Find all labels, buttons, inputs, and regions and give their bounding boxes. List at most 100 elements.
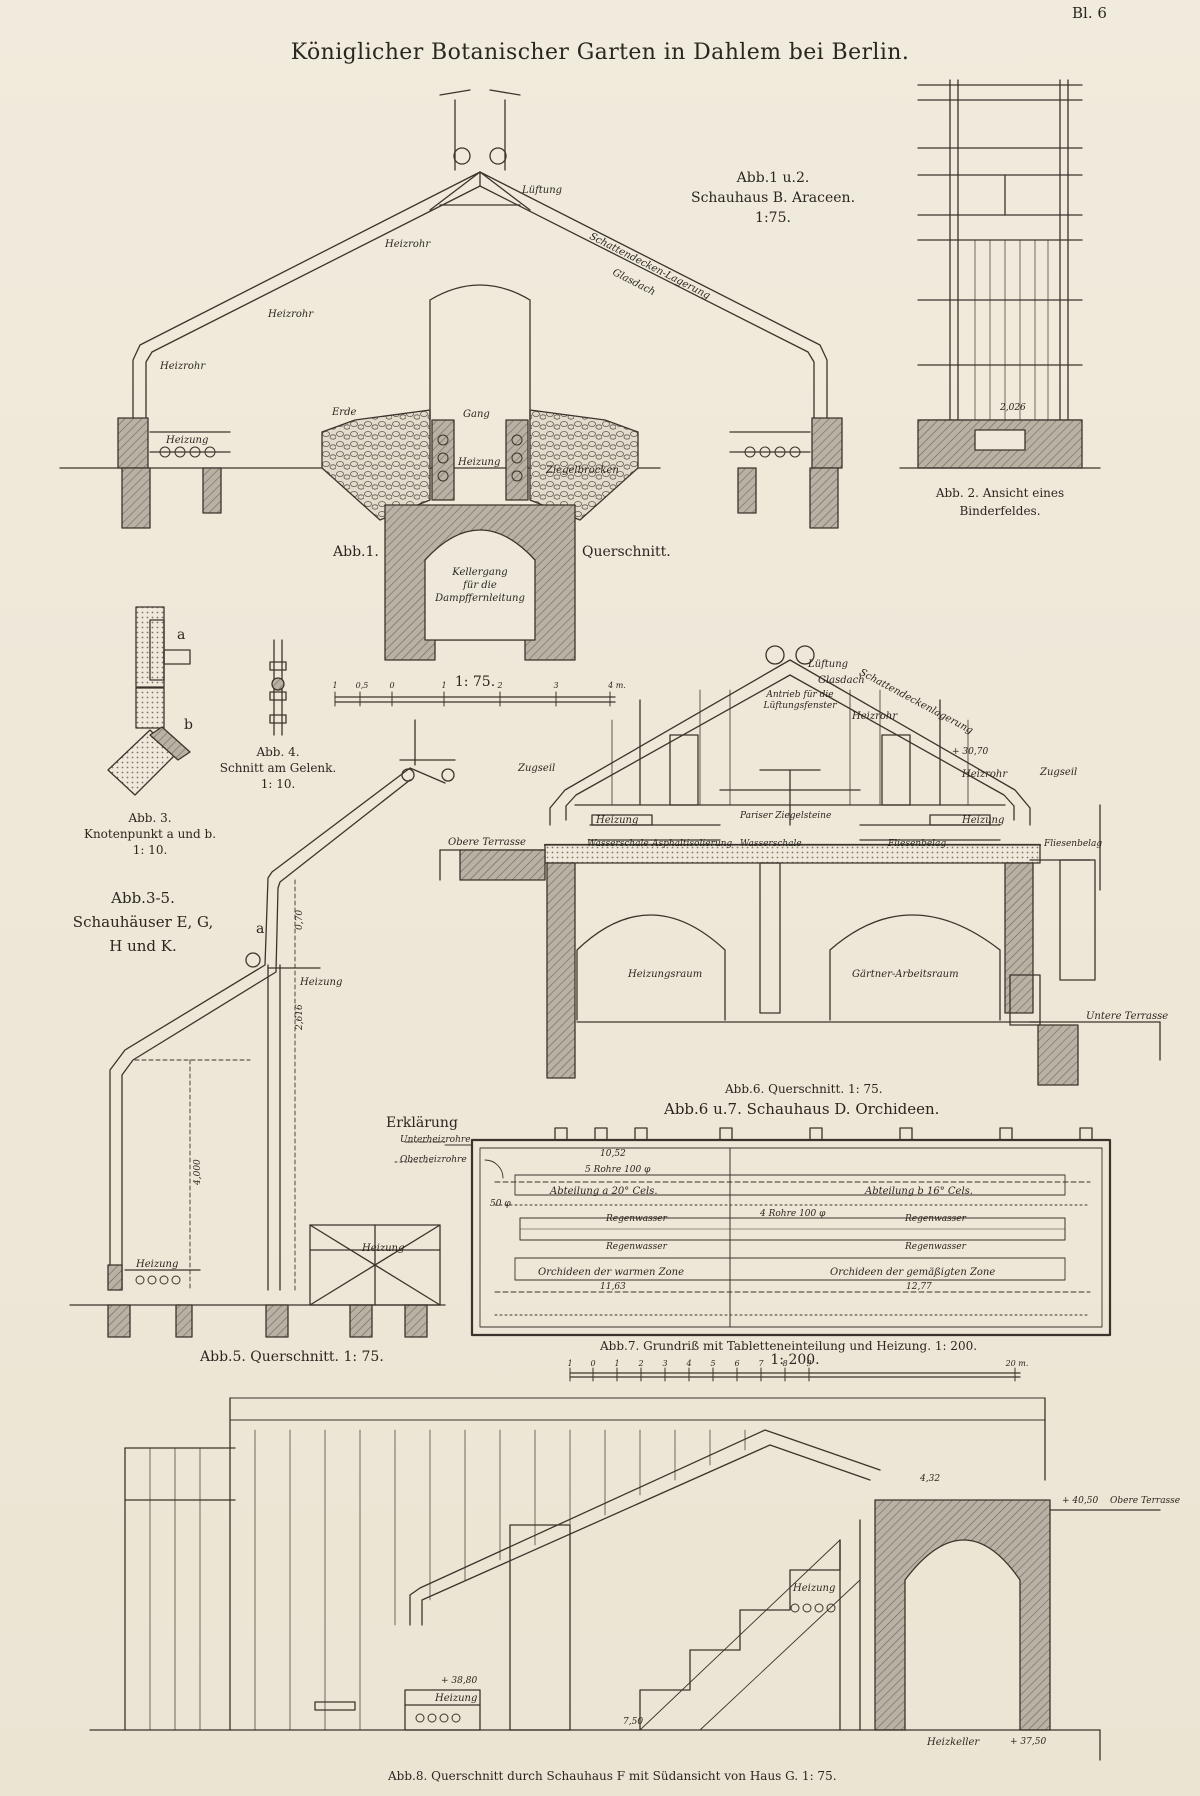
fig67-heading: Abb.6 u.7. Schauhaus D. Orchideen.: [664, 1100, 940, 1118]
fig8-label-obere-terrasse: Obere Terrasse: [1110, 1496, 1181, 1506]
fig6-dim-top: + 30,70: [952, 747, 989, 757]
fig6-label-fliesenbelag-2: Fliesenbelag: [1044, 839, 1103, 849]
fig6-label-lueftung: Lüftung: [808, 659, 849, 670]
scale-bar-200-tick: 20 m.: [1005, 1359, 1029, 1368]
fig4-caption-line3: 1: 10.: [260, 777, 296, 791]
legend-title: Erklärung: [386, 1115, 458, 1131]
legend-row-unterheizrohre: Unterheizrohre: [400, 1135, 471, 1145]
scale-bar-200-tick: 1: [567, 1359, 573, 1368]
fig6-label-wasserschale-1: Wasserschale: [587, 839, 649, 849]
scale-bar-200-tick: 1: [614, 1359, 620, 1368]
fig1-section: [59, 89, 843, 661]
fig4-caption-line2: Schnitt am Gelenk.: [219, 761, 337, 775]
fig6-antrieb-line2: Lüftungsfenster: [763, 701, 837, 711]
fig5-dim-2: 2,616: [295, 1004, 305, 1030]
scale-bar-200-tick: 0: [590, 1359, 596, 1368]
scale-bar-75-tick: 0,5: [355, 681, 369, 690]
fig4-detail: [269, 639, 287, 736]
fig6-label-zugseil-right: Zugseil: [1040, 767, 1078, 778]
fig7-dim-left: 11,63: [600, 1282, 626, 1292]
scale-bar-200-label: 1: 200.: [770, 1352, 820, 1368]
fig6-label-heizrohr-2: Heizrohr: [962, 769, 1008, 780]
fig8-caption: Abb.8. Querschnitt durch Schauhaus F mit…: [388, 1769, 837, 1783]
scale-bar-200-tick: 2: [638, 1359, 644, 1368]
fig7-label-abteilung-a: Abteilung a 20° Cels.: [550, 1186, 658, 1197]
fig7-label-orchideen-warm: Orchideen der warmen Zone: [538, 1267, 685, 1278]
fig8-label-heizung-right: Heizung: [793, 1583, 836, 1594]
fig8-dim-top: 4,32: [920, 1474, 941, 1484]
scale-bar-75-tick: 0: [389, 681, 395, 690]
fig3-caption-line1: Abb. 3.: [128, 811, 172, 825]
fig6-antrieb-line1: Antrieb für die: [766, 690, 834, 700]
fig6-label-antrieb: Antrieb für die Lüftungsfenster: [763, 690, 836, 712]
fig2-elevation: [899, 79, 1101, 469]
fig6-label-pariser: Pariser Ziegelsteine: [740, 811, 832, 821]
legend-row-oberheizrohre: Oberheizrohre: [400, 1155, 467, 1165]
scale-bar-200-tick: 4: [686, 1359, 692, 1368]
plate-title: Königlicher Botanischer Garten in Dahlem…: [290, 40, 910, 65]
fig8-dim-right: + 40,50: [1062, 1496, 1099, 1506]
fig1-label-heizung-left: Heizung: [166, 435, 209, 446]
scale-bar-200-tick: 7: [758, 1359, 764, 1368]
fig1-label-erde: Erde: [332, 407, 357, 418]
fig6-caption: Abb.6. Querschnitt. 1: 75.: [725, 1082, 883, 1096]
fig6-label-gaertner: Gärtner-Arbeitsraum: [852, 969, 959, 980]
scale-bar-200-tick: 9: [806, 1359, 812, 1368]
scale-bar-200-tick: 8: [782, 1359, 788, 1368]
fig35-heading-line1: Abb.3-5.: [111, 889, 175, 907]
fig5-section: [69, 719, 456, 1338]
fig3-detail: [107, 606, 191, 796]
fig7-label-abteilung-b: Abteilung b 16° Cels.: [865, 1186, 973, 1197]
fig1-label-heizrohr-3: Heizrohr: [160, 361, 206, 372]
fig8-label-heizkeller: Heizkeller: [927, 1737, 980, 1748]
fig6-label-heizung-right: Heizung: [962, 815, 1005, 826]
fig3-caption-line2: Knotenpunkt a und b.: [83, 827, 217, 841]
fig1-label-gang: Gang: [463, 409, 490, 420]
fig2-caption-line1: Abb. 2. Ansicht eines: [935, 486, 1065, 500]
fig4-caption: Abb. 4. Schnitt am Gelenk. 1: 10.: [220, 744, 336, 792]
fig1-label-right: Querschnitt.: [582, 544, 671, 560]
scale-bar-75-tick: 4 m.: [608, 681, 626, 690]
fig5-label-heizung-upper: Heizung: [300, 977, 343, 988]
scale-bar-200-tick: 5: [710, 1359, 716, 1368]
fig7-dim-top: 10,52: [600, 1149, 626, 1159]
fig2-caption-line2: Binderfeldes.: [959, 504, 1041, 518]
fig7-label-regenwasser-1: Regenwasser: [606, 1242, 667, 1252]
fig6-label-heizrohr-1: Heizrohr: [852, 711, 898, 722]
fig7-caption: Abb.7. Grundriß mit Tabletteneinteilung …: [600, 1339, 978, 1353]
scale-bar-200: [569, 1367, 1021, 1382]
fig35-heading: Abb.3-5. Schauhäuser E, G, H und K.: [73, 886, 213, 958]
fig6-label-zugseil-left: Zugseil: [518, 763, 556, 774]
fig7-label-regenwasser-2: Regenwasser: [905, 1242, 966, 1252]
fig6-label-heizungsraum: Heizungsraum: [628, 969, 703, 980]
fig1-heading-line1: Abb.1 u.2.: [736, 170, 810, 186]
scale-bar-200-tick: 6: [734, 1359, 740, 1368]
fig7-label-rohre-mid: 4 Rohre 100 φ: [760, 1209, 826, 1219]
scale-bar-75-tick: 3: [553, 681, 559, 690]
fig6-section: [439, 645, 1161, 1086]
fig4-caption-line1: Abb. 4.: [256, 745, 300, 759]
fig5-caption: Abb.5. Querschnitt. 1: 75.: [200, 1349, 384, 1365]
fig35-heading-line3: H und K.: [109, 937, 177, 955]
fig1-label-kellergang: Kellergang für die Dampffernleitung: [435, 566, 525, 605]
fig6-label-asphaltisolierung: Asphaltisolierung: [652, 839, 733, 849]
fig7-label-rohre-top: 5 Rohre 100 φ: [585, 1165, 651, 1175]
fig1-heading-line3: 1:75.: [755, 210, 791, 226]
scale-bar-75-tick: 1: [441, 681, 447, 690]
fig1-heading-line2: Schauhaus B. Araceen.: [690, 190, 856, 206]
fig6-label-heizung-left: Heizung: [596, 815, 639, 826]
scale-bar-75: [334, 691, 616, 707]
fig2-caption: Abb. 2. Ansicht eines Binderfeldes.: [936, 484, 1064, 520]
fig8-label-heizung-left: Heizung: [435, 1693, 478, 1704]
fig7-label-pipe-small: 50 φ: [490, 1199, 511, 1209]
fig1-kellergang-line3: Dampffernleitung: [435, 593, 525, 604]
fig1-label-heizrohr-2: Heizrohr: [268, 309, 314, 320]
fig1-heading: Abb.1 u.2. Schauhaus B. Araceen. 1:75.: [691, 168, 855, 228]
fig5-label-heizung-lower: Heizung: [136, 1259, 179, 1270]
fig6-label-untere-terrasse: Untere Terrasse: [1086, 1011, 1169, 1022]
fig1-label-ziegelbrocken: Ziegelbrocken: [546, 465, 619, 476]
fig1-label-left: Abb.1.: [333, 544, 379, 560]
fig5-label-a: a: [256, 921, 265, 937]
scale-bar-75-tick: 2: [497, 681, 503, 690]
